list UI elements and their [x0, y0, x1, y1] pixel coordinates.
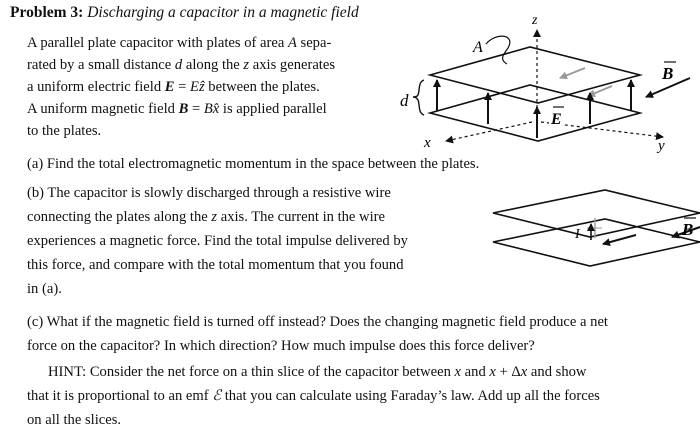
- b-field-arrow-fig2-1: [602, 234, 637, 247]
- hint-line-2: that it is proportional to an emf ℰ that…: [27, 388, 600, 404]
- e-field-label: E: [550, 111, 562, 128]
- separation-brace: [412, 79, 425, 116]
- bottom-plate-2: [492, 218, 700, 267]
- problem-label: Problem 3:: [10, 4, 84, 21]
- top-plate: [426, 46, 644, 104]
- intro-line-1: A parallel plate capacitor with plates o…: [27, 35, 332, 51]
- part-a-text: (a) Find the total electromagnetic momen…: [27, 156, 480, 172]
- hint-line-3: on all the slices.: [27, 412, 122, 428]
- figure-capacitor-field: z B A d x y E: [400, 13, 691, 154]
- b-field-arrow-external: [645, 77, 691, 98]
- part-b-line-2: connecting the plates along the z axis. …: [27, 209, 385, 225]
- bottom-plate: [426, 84, 644, 142]
- problem-title: Problem 3: Discharging a capacitor in a …: [10, 2, 359, 24]
- intro-line-3: a uniform electric field E = Eẑ between …: [27, 79, 320, 95]
- intro-line-5: to the plates.: [27, 123, 102, 139]
- b-field-arrow-inner-1: [559, 67, 586, 80]
- problem-subtitle: Discharging a capacitor in a magnetic fi…: [87, 4, 359, 21]
- x-axis-line: [445, 121, 533, 144]
- part-b-line-1: (b) The capacitor is slowly discharged t…: [27, 185, 391, 201]
- intro-line-4: A uniform magnetic field B = Bx̂ is appl…: [27, 101, 327, 117]
- top-plate-2: [492, 189, 700, 238]
- hint-line-1: HINT: Consider the net force on a thin s…: [48, 364, 587, 380]
- intro-line-2: rated by a small distance d along the z …: [27, 57, 336, 73]
- figure-discharge-wire: I B: [492, 189, 700, 267]
- y-axis-label: y: [656, 138, 665, 154]
- part-b-line-3: experiences a magnetic force. Find the t…: [27, 233, 408, 249]
- area-pointer: [485, 35, 511, 65]
- current-label: I: [574, 227, 581, 242]
- b-field-label: B: [661, 64, 673, 83]
- part-c-line-1: (c) What if the magnetic field is turned…: [27, 314, 608, 330]
- b-field-label-fig2: B: [681, 220, 693, 239]
- part-b-line-5: in (a).: [27, 281, 62, 297]
- x-axis-label: x: [423, 135, 431, 151]
- b-field-arrow-fig2-2: [671, 226, 700, 239]
- part-c-line-2: force on the capacitor? In which directi…: [27, 338, 535, 354]
- area-label: A: [472, 39, 483, 56]
- part-b-line-4: this force, and compare with the total m…: [27, 257, 404, 273]
- z-axis-label: z: [531, 13, 538, 28]
- separation-label: d: [400, 91, 409, 110]
